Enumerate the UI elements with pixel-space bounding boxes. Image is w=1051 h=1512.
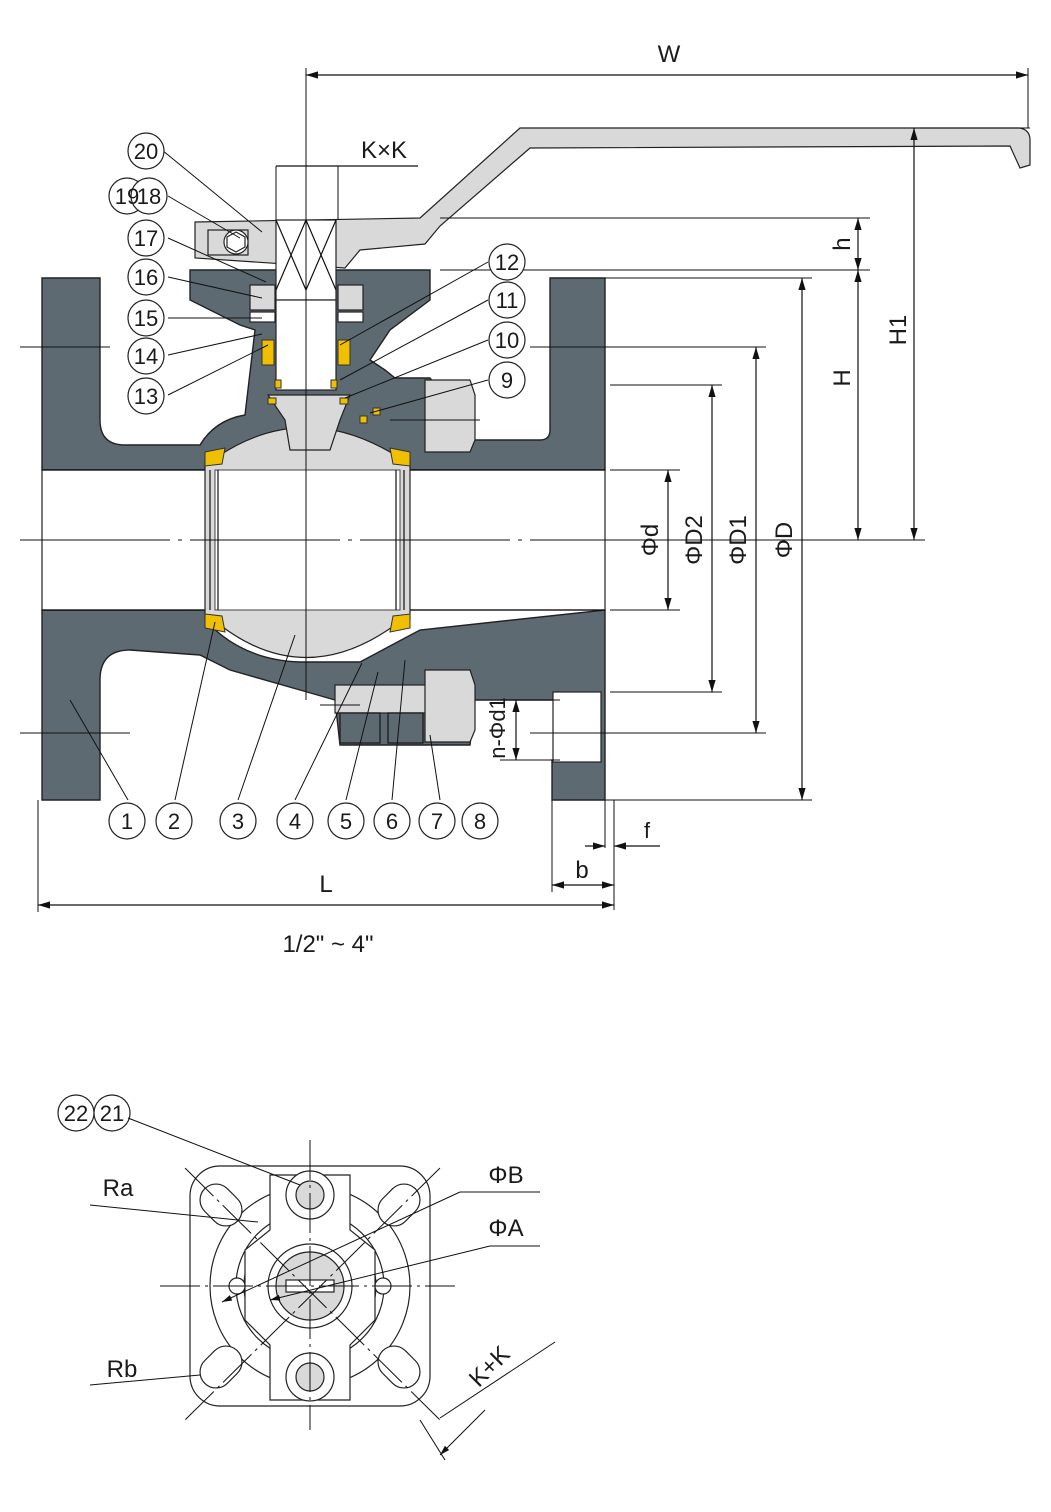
leader-lines — [69, 149, 489, 801]
dim-b: b — [575, 857, 588, 884]
part-8: 8 — [474, 809, 486, 834]
part-5: 5 — [340, 809, 352, 834]
dim-W: W — [658, 41, 681, 68]
part-22: 22 — [64, 1101, 88, 1126]
label-Rb: Rb — [107, 1356, 138, 1383]
section-view — [20, 127, 1031, 801]
seat-lower-right — [389, 613, 411, 633]
dim-f: f — [644, 818, 651, 843]
seat-upper-left — [204, 447, 226, 467]
part-balloons — [57, 132, 526, 1132]
part-12: 12 — [495, 250, 519, 275]
top-view-labels: Ra ΦB ΦA Rb K+K — [103, 1162, 524, 1393]
gland-nut-right — [337, 284, 364, 311]
part-6: 6 — [386, 809, 398, 834]
gland-nut-left — [249, 284, 276, 311]
part-16: 16 — [134, 265, 158, 290]
label-phi-A: ΦA — [488, 1215, 523, 1242]
bolt-lower-nut — [424, 669, 476, 743]
stem-tang — [266, 394, 351, 451]
seat-upper-right — [389, 447, 411, 467]
dim-n-phi-d1: n-Φd1 — [485, 697, 510, 759]
part-14: 14 — [134, 344, 158, 369]
dim-phi-D2: ΦD2 — [681, 515, 708, 565]
dim-L: L — [319, 871, 332, 898]
dim-H: H — [829, 369, 856, 386]
part-17: 17 — [134, 226, 158, 251]
part-19: 19 — [115, 184, 139, 209]
label-phi-B: ΦB — [488, 1162, 523, 1189]
dim-h: h — [829, 237, 856, 250]
part-13: 13 — [134, 384, 158, 409]
part-4: 4 — [289, 809, 301, 834]
bolt-lower-shank — [334, 684, 431, 714]
dim-KxK: K×K — [361, 137, 407, 164]
part-numbers: 20 19 18 17 16 15 14 13 12 11 10 9 1 2 3… — [64, 139, 519, 1126]
part-15: 15 — [134, 306, 158, 331]
part-11: 11 — [496, 288, 519, 313]
packing-left — [261, 339, 275, 366]
label-K-plus-K: K+K — [464, 1341, 516, 1393]
dim-phi-D: ΦD — [771, 522, 798, 558]
size-range-label: 1/2" ~ 4" — [282, 931, 373, 958]
part-2: 2 — [168, 809, 180, 834]
packing-right — [337, 339, 351, 366]
bolt-upper — [424, 379, 476, 453]
part-21: 21 — [100, 1101, 124, 1126]
part-7: 7 — [431, 809, 443, 834]
dimension-labels: W K×K h H H1 Φd ΦD2 ΦD1 ΦD n-Φd1 f b L 1… — [282, 41, 912, 958]
dim-phi-d: Φd — [637, 524, 664, 557]
dim-phi-D1: ΦD1 — [725, 515, 752, 565]
part-3: 3 — [232, 809, 244, 834]
dimension-lines — [37, 68, 1030, 912]
label-Ra: Ra — [103, 1175, 134, 1202]
part-18: 18 — [137, 184, 161, 209]
part-20: 20 — [134, 139, 158, 164]
part-1: 1 — [121, 809, 133, 834]
top-view-dimensions — [89, 1117, 556, 1461]
top-view — [160, 1140, 455, 1430]
dim-H1: H1 — [885, 315, 912, 346]
part-10: 10 — [495, 328, 519, 353]
part-9: 9 — [501, 368, 513, 393]
